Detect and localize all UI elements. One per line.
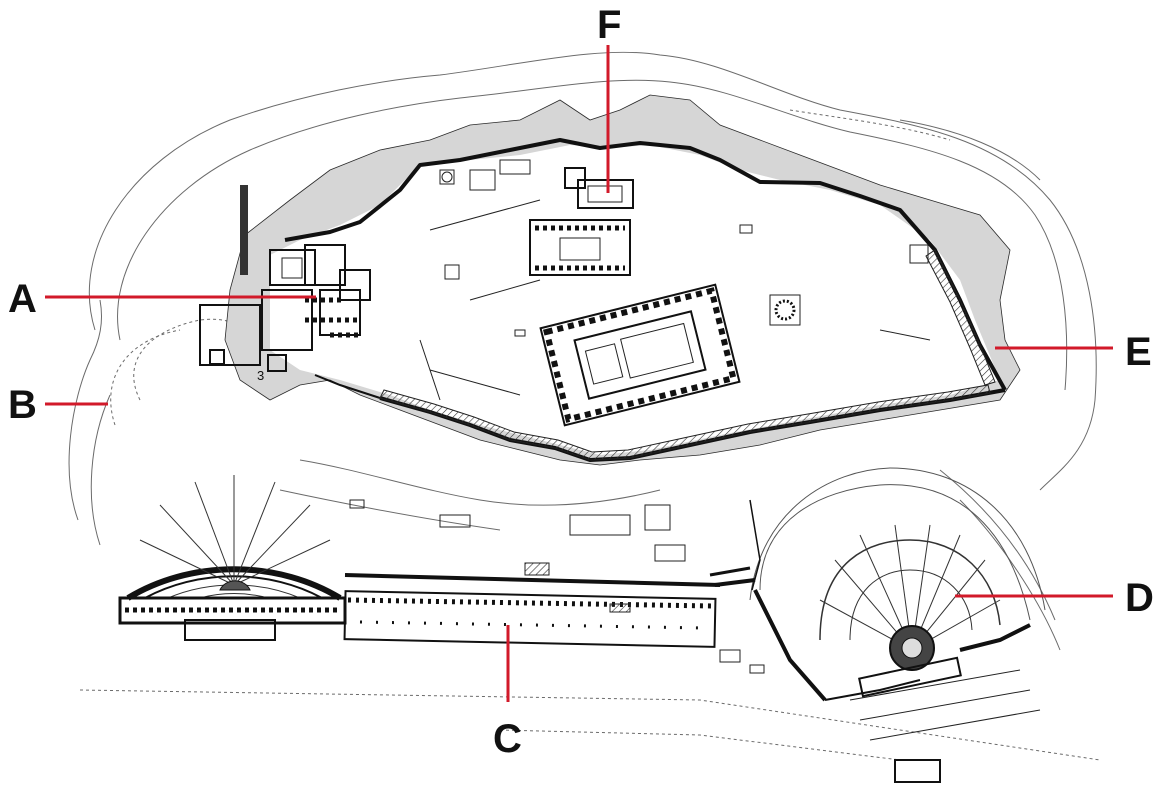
erechtheion — [529, 167, 634, 276]
citadel-walls — [284, 138, 1007, 462]
label-f: F — [597, 3, 621, 47]
citadel-plateau — [270, 145, 1000, 455]
plan-numeral: 3 — [257, 368, 264, 383]
propylaia-complex: 3 — [199, 185, 371, 383]
stoa-of-eumenes — [343, 562, 721, 648]
label-b: B — [8, 383, 37, 427]
odeon-herodes-atticus — [118, 475, 347, 641]
terrain-contours — [68, 51, 1101, 761]
label-d: D — [1125, 576, 1154, 620]
round-monument — [769, 294, 801, 326]
callout-letters: A B C D E F — [8, 3, 1154, 761]
peripatos-wall — [709, 499, 761, 591]
label-e: E — [1125, 330, 1152, 374]
callout-lines — [45, 45, 1113, 702]
theatre-of-dionysos — [749, 467, 1046, 783]
label-a: A — [8, 277, 37, 321]
interior-ruins — [419, 159, 931, 401]
label-c: C — [493, 717, 522, 761]
parthenon — [539, 283, 741, 427]
south-slope-ruins — [349, 499, 765, 674]
